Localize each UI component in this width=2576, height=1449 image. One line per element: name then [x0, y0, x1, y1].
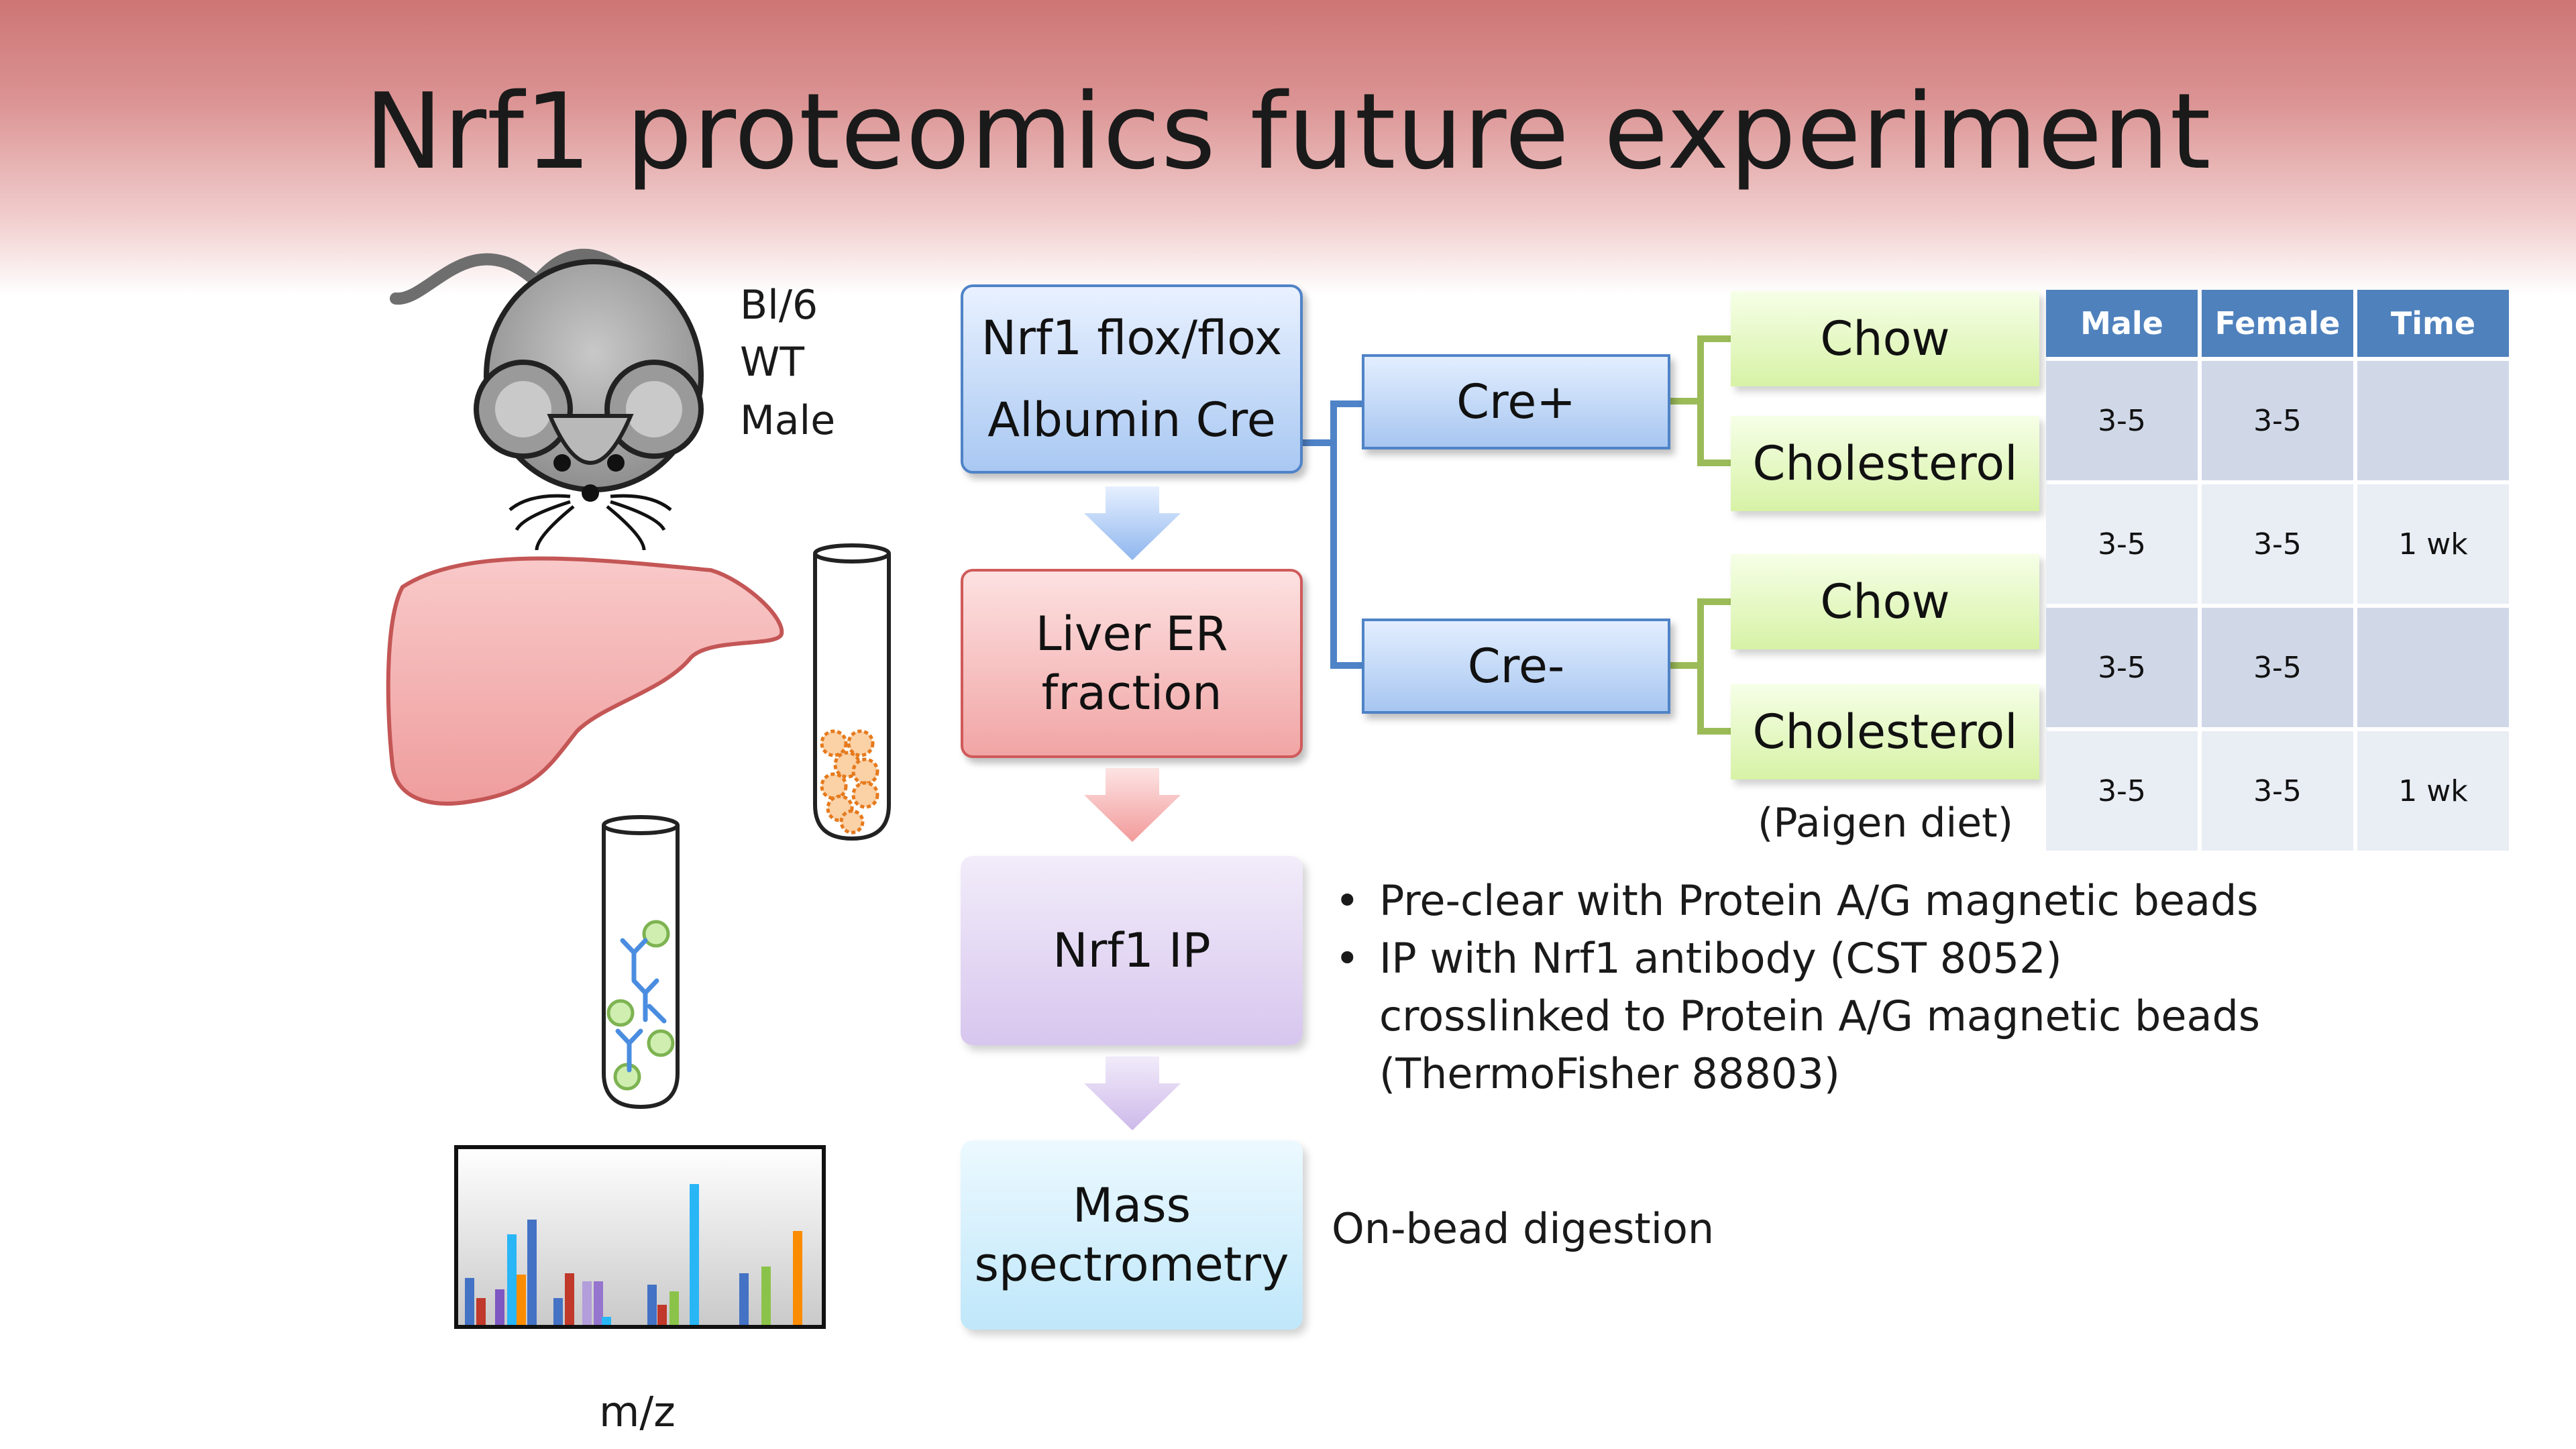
- table-row: 3-5 3-5 1 wk: [2046, 731, 2509, 851]
- cre-plus-label: Cre+: [1456, 374, 1576, 429]
- diet-label: Chow: [1820, 574, 1950, 629]
- mouse-genotype-label: WT: [740, 339, 804, 386]
- diet-label: Cholesterol: [1752, 704, 2018, 759]
- ip-notes-list: Pre-clear with Protein A/G magnetic bead…: [1335, 872, 2260, 1103]
- table-cell: 3-5: [2202, 731, 2353, 851]
- mouse-strain-label: Bl/6: [740, 282, 818, 329]
- mass-spec-box: Mass spectrometry: [961, 1140, 1303, 1330]
- table-cell: 3-5: [2046, 484, 2198, 604]
- ip-note-text: IP with Nrf1 antibody (CST 8052): [1379, 934, 2062, 983]
- mass-spec-line2: spectrometry: [974, 1237, 1289, 1292]
- spectrum-chart-icon: [454, 1145, 826, 1329]
- genotype-connector: [1303, 400, 1362, 669]
- start-genotype-line1: Nrf1 flox/flox: [981, 311, 1283, 366]
- table-header-cell: Male: [2046, 290, 2198, 357]
- mass-spec-line1: Mass: [1072, 1178, 1191, 1233]
- ip-note-text: Pre-clear with Protein A/G magnetic bead…: [1379, 876, 2259, 925]
- title-banner: [0, 0, 2576, 295]
- table-cell: 3-5: [2202, 608, 2353, 727]
- table-cell: [2357, 608, 2509, 727]
- table-cell: 3-5: [2202, 361, 2353, 480]
- diet-box-chow-2: Chow: [1731, 554, 2039, 649]
- table-row: 3-5 3-5: [2046, 608, 2509, 727]
- cre-plus-box: Cre+: [1362, 354, 1670, 449]
- flow-arrow-1: [1084, 486, 1181, 560]
- start-genotype-box: Nrf1 flox/flox Albumin Cre: [961, 284, 1303, 474]
- table-cell: 3-5: [2046, 731, 2198, 851]
- spectrum-axis-label: m/z: [599, 1387, 676, 1436]
- liver-er-box: Liver ER fraction: [961, 569, 1303, 758]
- slide-title: Nrf1 proteomics future experiment: [364, 70, 2212, 193]
- table-row: 3-5 3-5 1 wk: [2046, 484, 2509, 604]
- ip-note-item: IP with Nrf1 antibody (CST 8052): [1335, 930, 2260, 987]
- table-cell: 3-5: [2046, 361, 2198, 480]
- liver-icon: [386, 556, 784, 806]
- cre-minus-box: Cre-: [1362, 619, 1670, 714]
- diet-label: Chow: [1820, 311, 1950, 366]
- ip-note-continuation: (ThermoFisher 88803): [1379, 1049, 1840, 1098]
- cre-minus-label: Cre-: [1467, 639, 1565, 694]
- table-cell: 3-5: [2202, 484, 2353, 604]
- mouse-icon: [390, 248, 704, 551]
- flow-arrow-3: [1084, 1057, 1181, 1130]
- diet-label: Cholesterol: [1752, 436, 2018, 491]
- nrf1-ip-box: Nrf1 IP: [961, 856, 1303, 1045]
- table-header-cell: Time: [2357, 290, 2509, 357]
- diet-box-cholesterol-1: Cholesterol: [1731, 416, 2039, 511]
- table-header-cell: Female: [2202, 290, 2353, 357]
- antibody-tube-icon: [602, 815, 680, 1110]
- diet-box-chow-1: Chow: [1731, 291, 2039, 386]
- er-tube-icon: [813, 543, 891, 841]
- diet-note: (Paigen diet): [1758, 800, 2014, 847]
- sample-size-table: Male Female Time 3-5 3-5 3-5 3-5 1 wk 3-…: [2042, 286, 2513, 855]
- ip-note-continuation: crosslinked to Protein A/G magnetic bead…: [1379, 991, 2261, 1040]
- table-cell: 3-5: [2046, 608, 2198, 727]
- table-header-row: Male Female Time: [2046, 290, 2509, 357]
- table-cell: [2357, 361, 2509, 480]
- nrf1-ip-label: Nrf1 IP: [1053, 923, 1211, 978]
- mouse-sex-label: Male: [740, 397, 836, 444]
- table-cell: 1 wk: [2357, 731, 2509, 851]
- diet-box-cholesterol-2: Cholesterol: [1731, 684, 2039, 780]
- flow-arrow-2: [1084, 768, 1181, 842]
- ip-note-item: Pre-clear with Protein A/G magnetic bead…: [1335, 872, 2260, 930]
- table-row: 3-5 3-5: [2046, 361, 2509, 480]
- liver-er-line1: Liver ER: [1035, 606, 1228, 661]
- start-genotype-line2: Albumin Cre: [987, 392, 1276, 447]
- digestion-note: On-bead digestion: [1332, 1204, 1715, 1253]
- table-cell: 1 wk: [2357, 484, 2509, 604]
- liver-er-line2: fraction: [1041, 665, 1222, 720]
- diet-connector: [1670, 335, 1731, 735]
